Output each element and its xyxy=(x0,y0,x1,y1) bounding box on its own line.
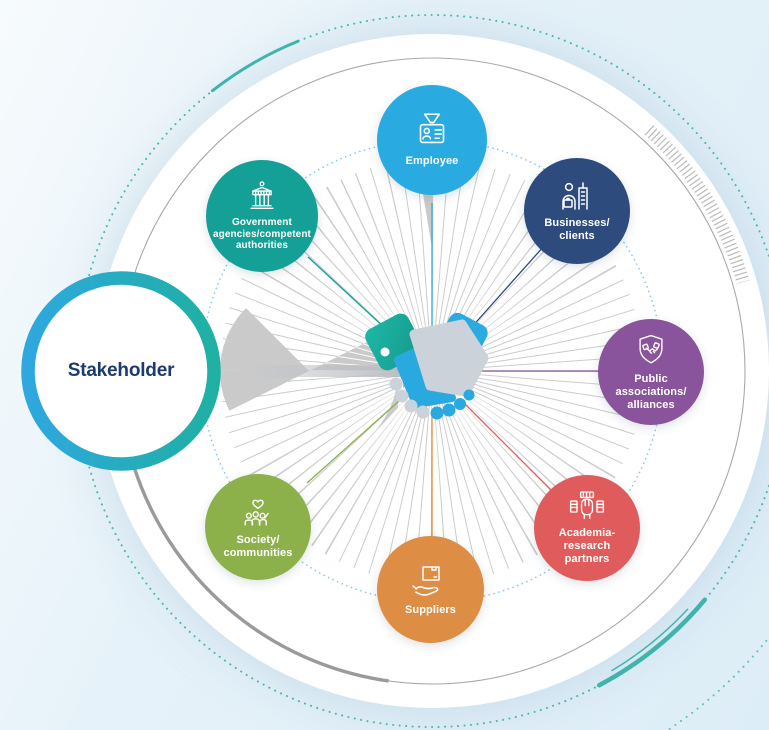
node-label: Businesses/ clients xyxy=(544,216,610,242)
node-businesses-clients: Businesses/ clients xyxy=(524,158,630,264)
node-public-associations: Public associations/ alliances xyxy=(598,319,704,425)
hand-with-box-icon xyxy=(411,565,440,596)
connector-line-society xyxy=(306,400,400,484)
stakeholder-arrow xyxy=(232,352,427,388)
stakeholder-label: Stakeholder xyxy=(67,360,175,381)
community-heart-icon xyxy=(244,499,269,526)
node-label: Employee xyxy=(405,155,459,168)
node-employee: Employee xyxy=(377,85,487,195)
node-label: Government agencies/competent authoritie… xyxy=(213,216,311,252)
node-label: Society/ communities xyxy=(223,533,293,559)
connector-line-academia xyxy=(463,402,552,491)
id-badge-icon xyxy=(419,113,445,144)
node-label: Public associations/ alliances xyxy=(615,373,687,411)
node-academia-research: Academia- research partners xyxy=(534,475,640,581)
government-building-icon xyxy=(250,181,274,209)
node-suppliers: Suppliers xyxy=(377,536,484,643)
shield-handshake-icon xyxy=(639,334,663,364)
hatched-tick-arc xyxy=(644,125,750,284)
joined-hands-icon xyxy=(569,491,605,520)
node-government-agencies: Government agencies/competent authoritie… xyxy=(206,160,318,272)
businessperson-building-icon xyxy=(562,181,588,210)
node-label: Suppliers xyxy=(404,603,457,616)
stakeholder-circle xyxy=(21,271,221,471)
node-society-communities: Society/ communities xyxy=(205,474,311,580)
node-label: Academia- research partners xyxy=(558,527,616,565)
handshake-icon xyxy=(365,312,489,420)
